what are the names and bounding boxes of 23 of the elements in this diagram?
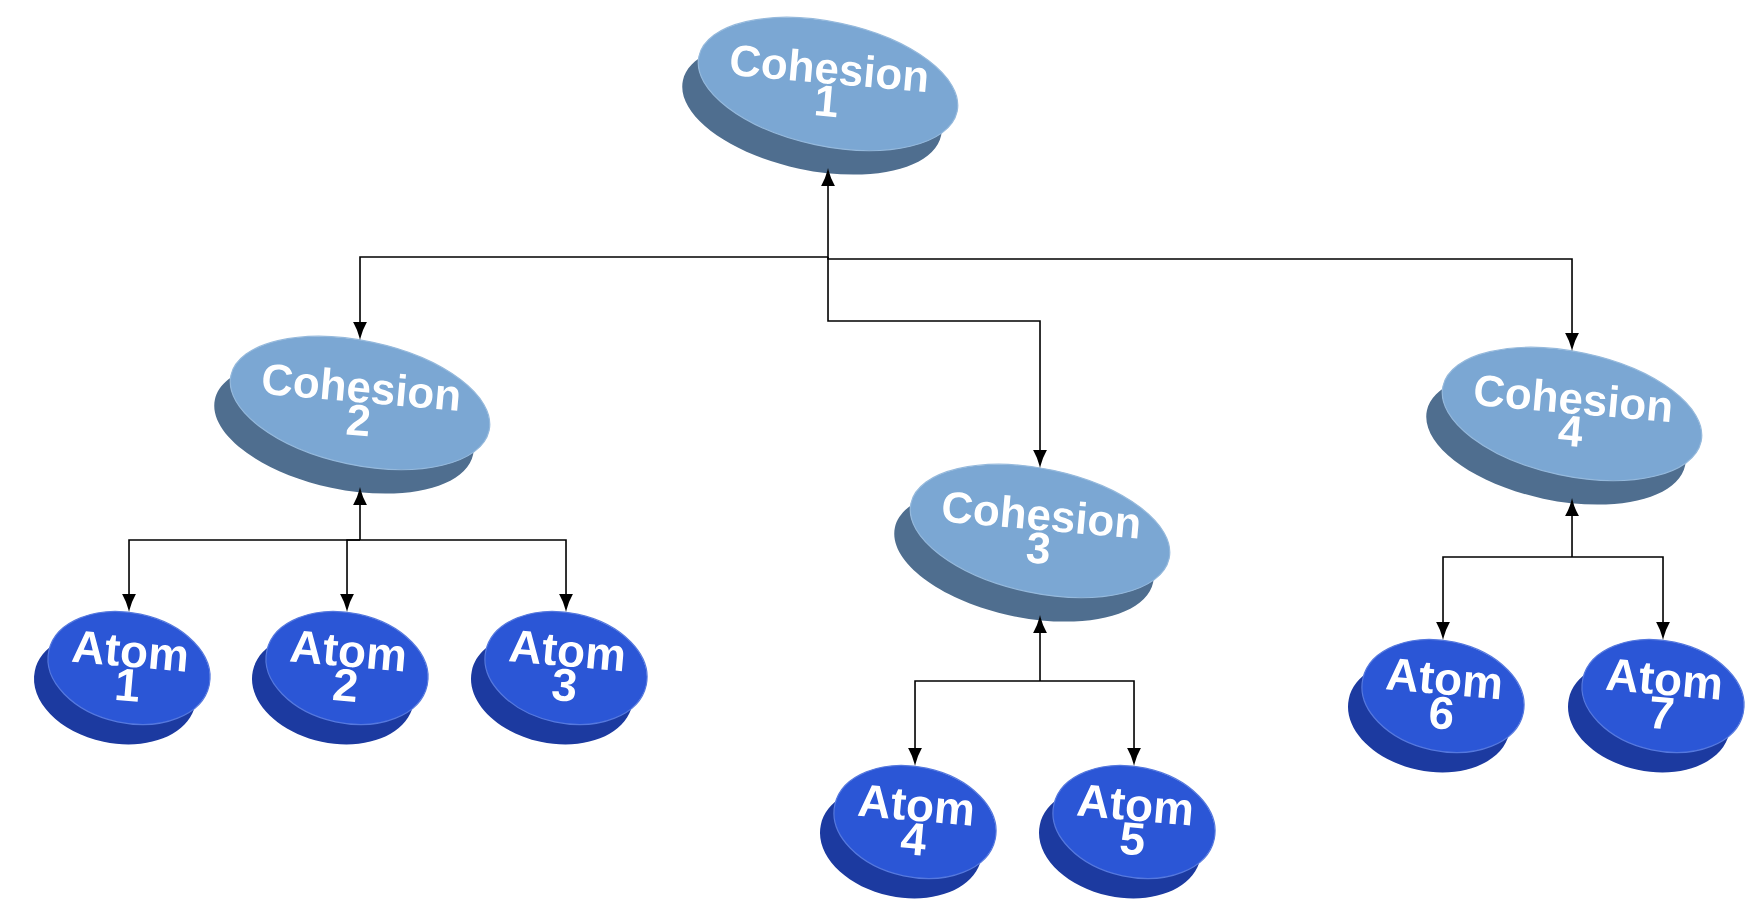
connector-arrow [1436,556,1573,638]
connector-arrow [340,539,361,610]
connector-trunk [1033,617,1047,682]
atom-disk: Atom 4 [820,765,997,899]
connector-arrow [827,256,1579,349]
connector-arrow [1571,556,1670,638]
atom-disk: Atom 3 [471,611,648,745]
connector-trunk [1565,500,1579,558]
connector-arrow [1039,680,1141,764]
atom-disk: Atom 2 [252,611,429,745]
connector-arrow [353,256,829,338]
cohesion-disk: Cohesion 2 [214,335,491,494]
connector-arrow [908,680,1041,764]
connector-trunk [821,170,835,258]
atom-disk: Atom 5 [1039,765,1216,899]
connector-arrow [359,539,573,610]
connector-trunk [353,489,367,541]
cohesion-disk: Cohesion 3 [894,463,1171,622]
atom-disk: Atom 6 [1348,639,1525,773]
cohesion-disk: Cohesion 1 [682,16,959,175]
atom-disk: Atom 7 [1568,639,1745,773]
cohesion-disk: Cohesion 4 [1426,346,1703,505]
atom-disk: Atom 1 [34,611,211,745]
